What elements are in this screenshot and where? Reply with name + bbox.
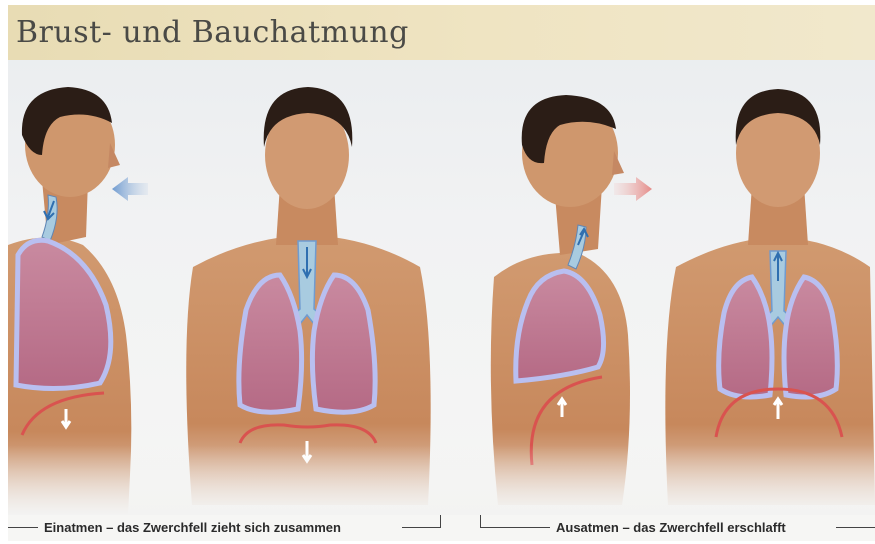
- caption-rule-left: [8, 527, 38, 528]
- inhale-arrow-icon: [112, 177, 148, 201]
- caption-inhale: Einatmen – das Zwerchfell zieht sich zus…: [44, 520, 341, 535]
- caption-rule-right: [836, 527, 875, 528]
- bottom-fade: [8, 445, 875, 515]
- caption-rule-mid-right: [480, 527, 550, 528]
- nose: [612, 151, 624, 175]
- figure-inhale-front: [186, 87, 430, 505]
- caption-rule-mid-left: [402, 527, 440, 528]
- exhale-arrow-icon: [614, 177, 652, 201]
- caption-tick-left: [440, 515, 441, 528]
- figure-exhale-profile: [491, 95, 652, 505]
- caption-exhale: Ausatmen – das Zwerchfell erschlafft: [556, 520, 786, 535]
- breathing-illustration-page: Brust- und Bauchatmung: [8, 5, 875, 541]
- figure-exhale-front: [665, 89, 875, 505]
- breathing-scene: [8, 5, 875, 541]
